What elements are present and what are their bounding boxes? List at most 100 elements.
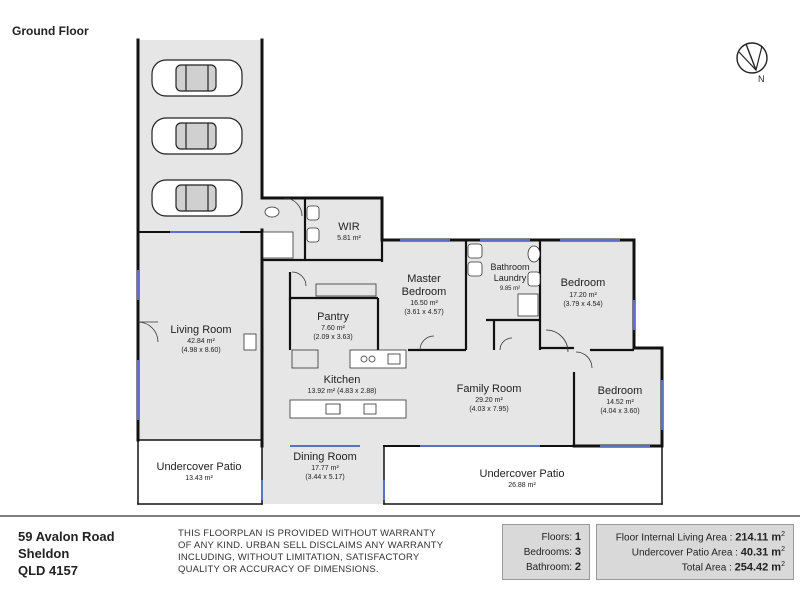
bedroom-2-dims: (3.79 x 4.54) — [563, 301, 602, 308]
cooktop-icon — [360, 355, 368, 363]
superscript: 2 — [781, 531, 785, 538]
dining-room-name: Dining Room — [293, 451, 357, 463]
sink-icon — [363, 403, 377, 415]
property-address: 59 Avalon Road Sheldon QLD 4157 — [18, 528, 115, 579]
floor-fills — [138, 40, 662, 504]
basin-icon — [306, 227, 320, 243]
floors-value: 1 — [574, 531, 581, 543]
bedroom-2-name: Bedroom — [561, 277, 606, 289]
basin-icon — [527, 271, 541, 287]
patio-left-area: 13.43 m² — [185, 475, 213, 482]
living-room-name: Living Room — [170, 324, 231, 336]
door-pantry — [291, 271, 307, 287]
kitchen-island — [289, 399, 407, 419]
bedroom-3-dims: (4.04 x 3.60) — [600, 408, 639, 415]
master-bedroom-name-2: Bedroom — [402, 286, 447, 298]
fixtures — [243, 205, 541, 419]
family-room-area: 29.20 m² — [475, 397, 503, 404]
bedroom-3-name: Bedroom — [598, 385, 643, 397]
bathroom-label: Bathroom: — [525, 562, 573, 573]
fridge-space — [291, 349, 319, 369]
cooktop-icon — [368, 355, 376, 363]
patio-right-name: Undercover Patio — [480, 468, 565, 480]
sink-icon — [325, 403, 341, 415]
kitchen-name: Kitchen — [324, 374, 361, 386]
windows — [137, 231, 663, 500]
toilet-icon — [264, 206, 280, 218]
door-bath1 — [283, 197, 303, 217]
dining-room-dims: (3.44 x 5.17) — [305, 474, 344, 481]
disclaimer-line: INCLUDING, WITHOUT LIMITATION, SATISFACT… — [178, 552, 420, 563]
pantry-name: Pantry — [317, 311, 349, 323]
car-icon — [151, 59, 243, 97]
door-master — [419, 335, 435, 351]
living-room-area: 42.84 m² — [187, 338, 215, 345]
internal-area-label: Floor Internal Living Area : — [615, 532, 733, 544]
living-room-floor — [138, 232, 262, 440]
disclaimer-line: QUALITY OR ACCURACY OF DIMENSIONS. — [178, 564, 379, 575]
dining-floor — [262, 446, 384, 504]
disclaimer: THIS FLOORPLAN IS PROVIDED WITHOUT WARRA… — [178, 528, 448, 576]
disclaimer-line: THIS FLOORPLAN IS PROVIDED WITHOUT WARRA… — [178, 528, 436, 539]
compass-label: N — [758, 74, 765, 84]
dining-room-area: 17.77 m² — [311, 465, 339, 472]
shower-icon — [517, 293, 539, 317]
master-bedroom-name: Master — [407, 273, 441, 285]
interior-walls — [138, 198, 634, 446]
bathroom-laundry-name: Bathroom — [490, 262, 529, 272]
address-line-1: 59 Avalon Road — [18, 529, 115, 544]
compass-icon: N — [736, 42, 768, 84]
superscript: 2 — [781, 561, 785, 568]
basin-icon — [467, 243, 483, 259]
bedrooms-value: 3 — [574, 546, 581, 558]
bedroom-3-area: 14.52 m² — [606, 399, 634, 406]
toilet-icon — [527, 245, 541, 263]
total-area-label: Total Area : — [681, 562, 732, 574]
kitchen-area: 13.92 m² (4.83 x 2.88) — [308, 388, 377, 395]
bedrooms-label: Bedrooms: — [523, 547, 573, 558]
master-bedroom-area: 16.50 m² — [410, 300, 438, 307]
family-room-name: Family Room — [457, 383, 522, 395]
bedroom-2-area: 17.20 m² — [569, 292, 597, 299]
pantry-dims: (2.09 x 3.63) — [313, 334, 352, 341]
bathroom-value: 2 — [574, 561, 581, 573]
car-icon — [151, 117, 243, 155]
bathroom-laundry-name-2: Laundry — [494, 273, 527, 283]
basin-icon — [467, 261, 483, 277]
car-icon — [151, 179, 243, 217]
pantry-area: 7.60 m² — [321, 325, 345, 332]
room-counts-box: Floors: 1 Bedrooms: 3 Bathroom: 2 — [502, 524, 590, 580]
bathroom-laundry-area: 9.85 m² — [500, 286, 520, 292]
address-line-2: Sheldon — [18, 546, 70, 561]
bedrooms-count: Bedrooms: 3 — [524, 546, 581, 558]
basin-icon — [306, 205, 320, 221]
patio-area-label: Undercover Patio Area : — [631, 547, 738, 559]
shower-icon — [262, 231, 294, 259]
patio-area-value: 40.31 m — [740, 546, 782, 559]
superscript: 2 — [781, 546, 785, 553]
bathroom-count: Bathroom: 2 — [526, 561, 581, 573]
patio-right-area: 26.88 m² — [508, 482, 536, 489]
patio-left-floor — [138, 440, 262, 504]
total-area: Total Area : 254.42 m2 — [682, 561, 785, 573]
door-bedroom2 — [545, 329, 569, 353]
door-bath2 — [499, 337, 513, 351]
disclaimer-line: OF ANY KIND. URBAN SELL DISCLAIMS ANY WA… — [178, 540, 444, 551]
living-room-dims: (4.98 x 8.60) — [181, 347, 220, 354]
total-area-value: 254.42 m — [734, 561, 782, 574]
sink-icon — [387, 353, 401, 365]
car-icons — [151, 59, 243, 217]
patio-left-name: Undercover Patio — [157, 461, 242, 473]
internal-area-value: 214.11 m — [735, 531, 782, 544]
room-labels: WIR 5.81 m² Master Bedroom 16.50 m² (3.6… — [157, 221, 643, 489]
family-room-dims: (4.03 x 7.95) — [469, 406, 508, 413]
floors-count: Floors: 1 — [542, 531, 581, 543]
floor-label: Ground Floor — [12, 24, 89, 38]
wir-name: WIR — [338, 221, 359, 233]
pantry-shelf — [315, 283, 377, 297]
area-summary-box: Floor Internal Living Area : 214.11 m2 U… — [596, 524, 794, 580]
patio-area: Undercover Patio Area : 40.31 m2 — [632, 546, 785, 558]
address-line-3: QLD 4157 — [18, 563, 78, 578]
door-swings — [137, 197, 593, 369]
